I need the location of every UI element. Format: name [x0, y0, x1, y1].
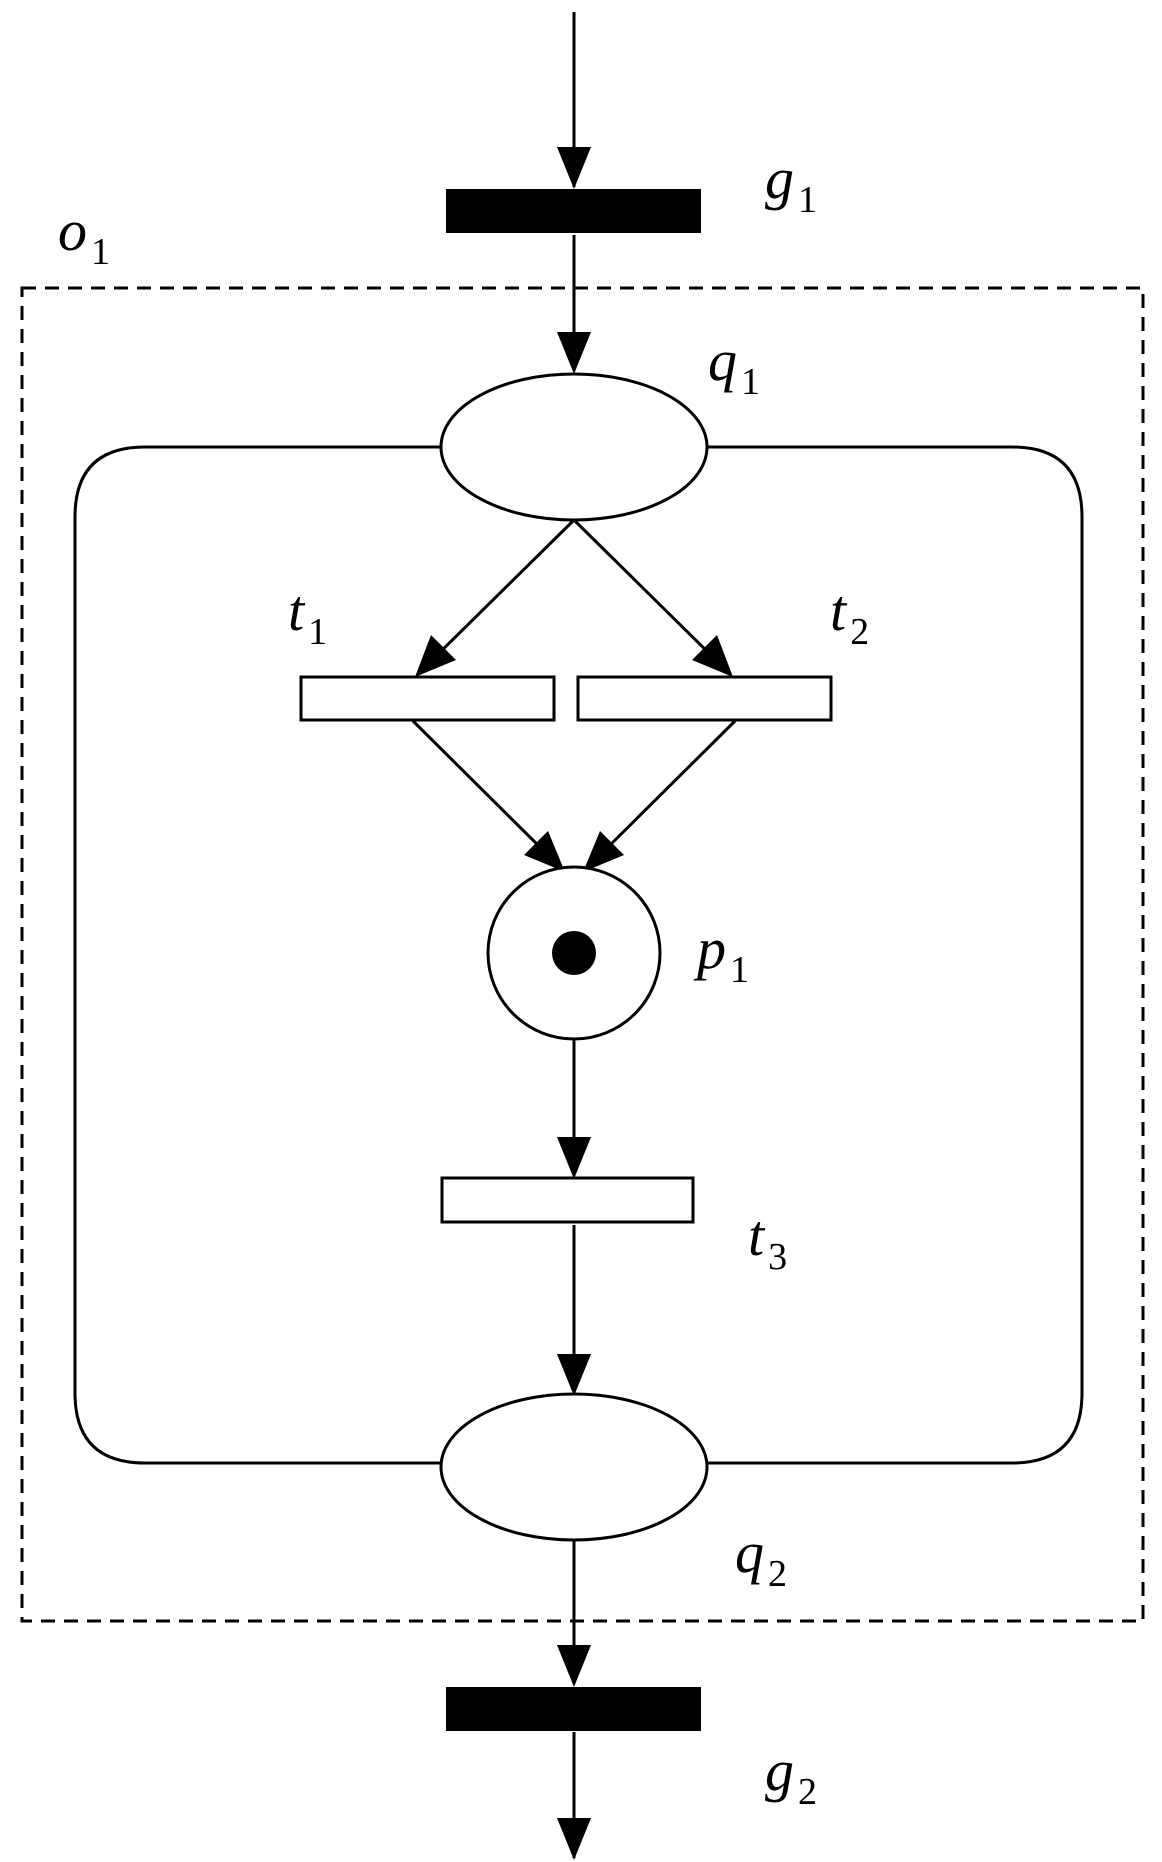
arc-q2-to-g2-arrowhead [557, 1645, 591, 1687]
arc-q1-to-t2-arrowhead [692, 635, 733, 677]
arc-g1-to-q1-arrowhead [557, 332, 591, 374]
transition-g1 [446, 189, 701, 233]
arc-p1-to-t3-arrowhead [557, 1137, 591, 1179]
transition-t1 [299, 675, 556, 722]
place-q1 [439, 372, 709, 522]
loop-arc-right [707, 445, 1084, 1465]
arc-q1-to-t2 [572, 518, 725, 669]
subnet-boundary-o1 [20, 286, 1145, 1623]
place-q2 [439, 1392, 709, 1542]
arc-g2-out-arrowhead [557, 1818, 591, 1860]
arc-q1-to-t1 [423, 518, 576, 669]
transition-t3 [440, 1176, 695, 1224]
arc-t1-to-p1-arrowhead [524, 831, 565, 872]
arc-t1-to-p1 [411, 719, 557, 864]
arc-t2-to-p1-arrowhead [583, 831, 624, 872]
p1-token-group [552, 931, 596, 975]
arc-t2-to-p1 [591, 719, 737, 864]
token [552, 931, 596, 975]
transition-g2 [446, 1687, 701, 1731]
arc-q1-to-t1-arrowhead [415, 635, 456, 677]
arc-in-to-g1-arrowhead [557, 147, 591, 189]
transition-t2 [576, 675, 833, 722]
loop-arc-left [73, 445, 440, 1465]
arc-t3-to-q2-arrowhead [557, 1354, 591, 1396]
